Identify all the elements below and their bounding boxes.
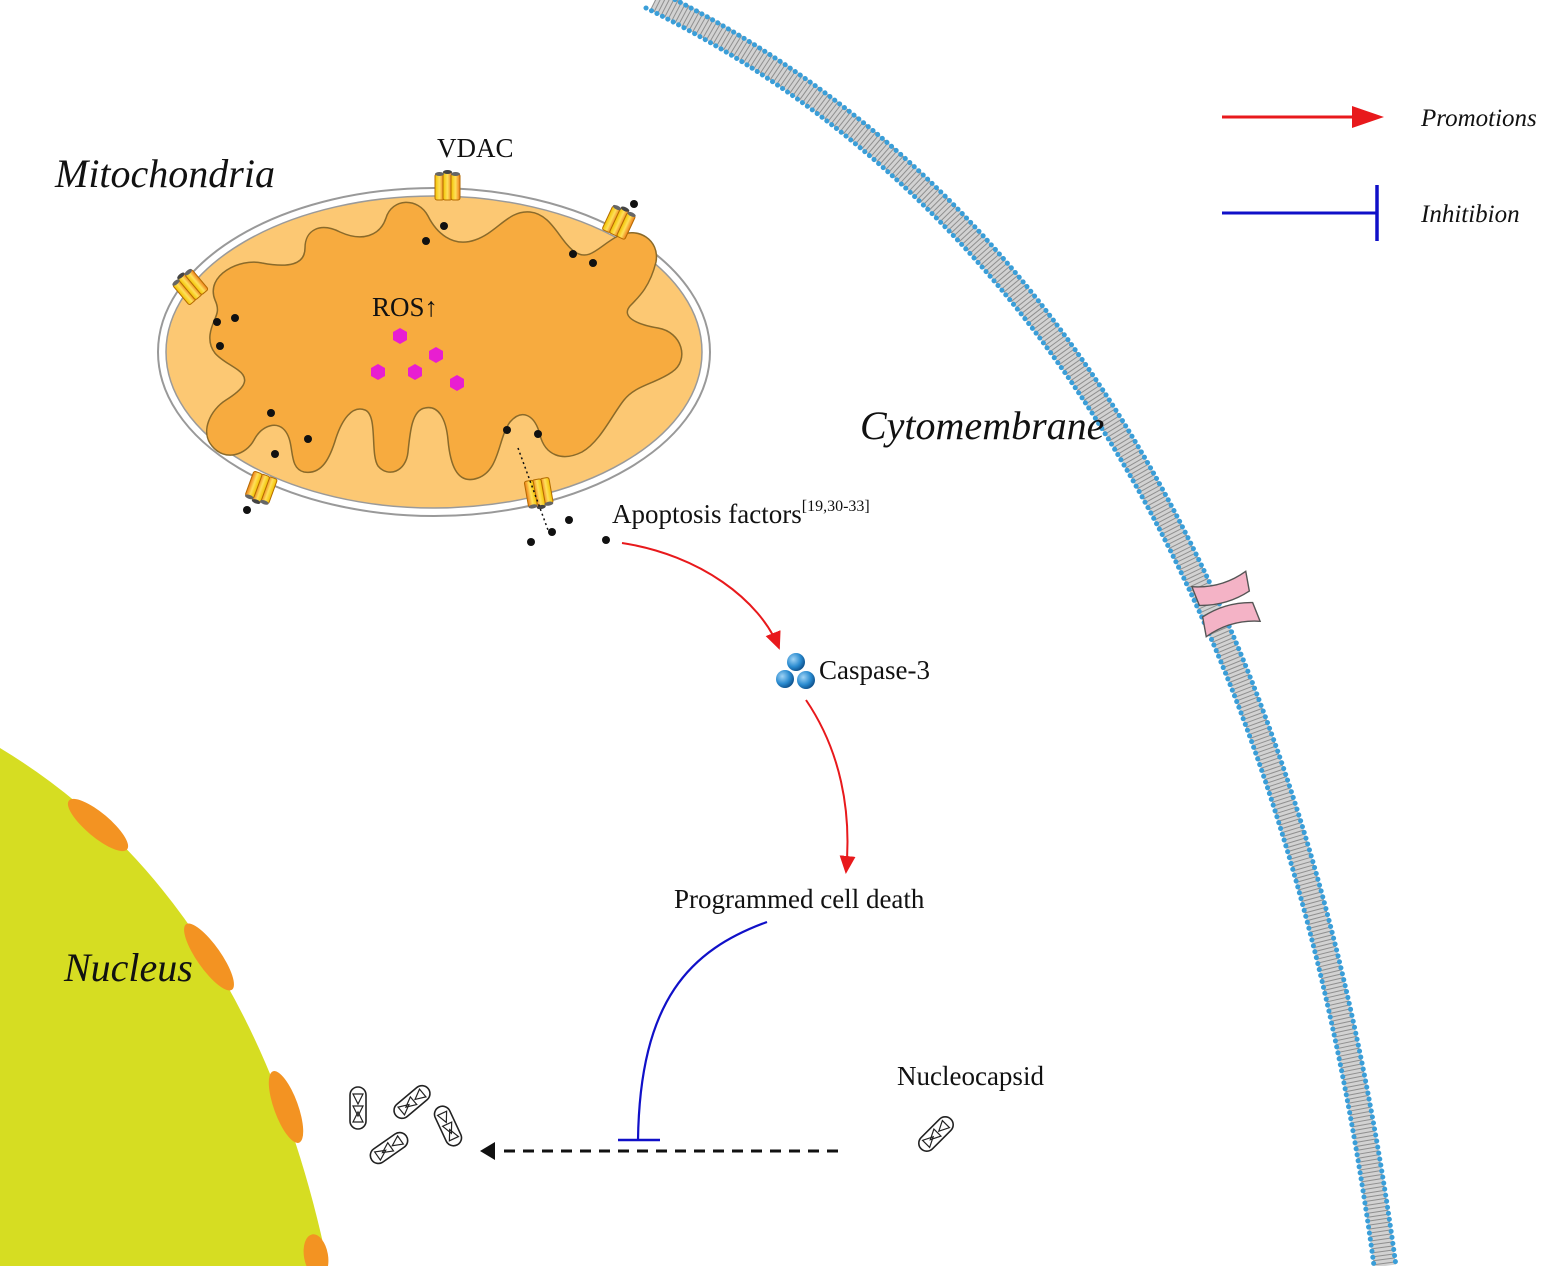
ros-label: ROS↑	[372, 292, 438, 322]
nucleus	[0, 748, 329, 1266]
nucleocapsid-label: Nucleocapsid	[897, 1061, 1044, 1091]
mitochondrion	[157, 169, 711, 546]
arrow-apoptosis-to-caspase	[621, 542, 781, 650]
vdac-label: VDAC	[437, 133, 514, 163]
nucleus-label: Nucleus	[63, 945, 193, 990]
ros-particle-icon	[371, 328, 464, 391]
membrane-channel-icon	[1190, 570, 1262, 638]
nucleocapsid-icon	[914, 1112, 958, 1156]
mitochondria-label: Mitochondria	[54, 151, 275, 196]
mitochondrial-cristae	[206, 201, 683, 481]
legend: Promotions Inhitibion	[1222, 105, 1537, 241]
nucleocapsid-icon	[349, 1086, 367, 1130]
inhibition-pcd-to-transport	[636, 920, 768, 1141]
programmed-cell-death-label: Programmed cell death	[674, 884, 925, 914]
legend-promotion-label: Promotions	[1420, 105, 1537, 132]
nucleocapsid-icon	[389, 1081, 435, 1123]
apoptosis-factor-dots	[213, 200, 638, 546]
legend-inhibition-label: Inhitibion	[1420, 201, 1520, 228]
cytomembrane-label: Cytomembrane	[860, 403, 1104, 448]
caspase-3-icon	[776, 653, 815, 689]
nucleocapsid-icon	[366, 1128, 412, 1168]
promotion-arrow-icon	[1352, 106, 1384, 128]
vdac-channel-icon	[434, 169, 461, 201]
nuclear-pores	[67, 798, 329, 1266]
caspase-3-label: Caspase-3	[819, 655, 930, 685]
apoptosis-factors-label: Apoptosis factors[19,30-33]	[612, 498, 870, 529]
cytomembrane	[643, 0, 1399, 1266]
nucleocapsid-icon	[431, 1102, 465, 1150]
arrow-caspase-to-pcd	[805, 699, 856, 874]
